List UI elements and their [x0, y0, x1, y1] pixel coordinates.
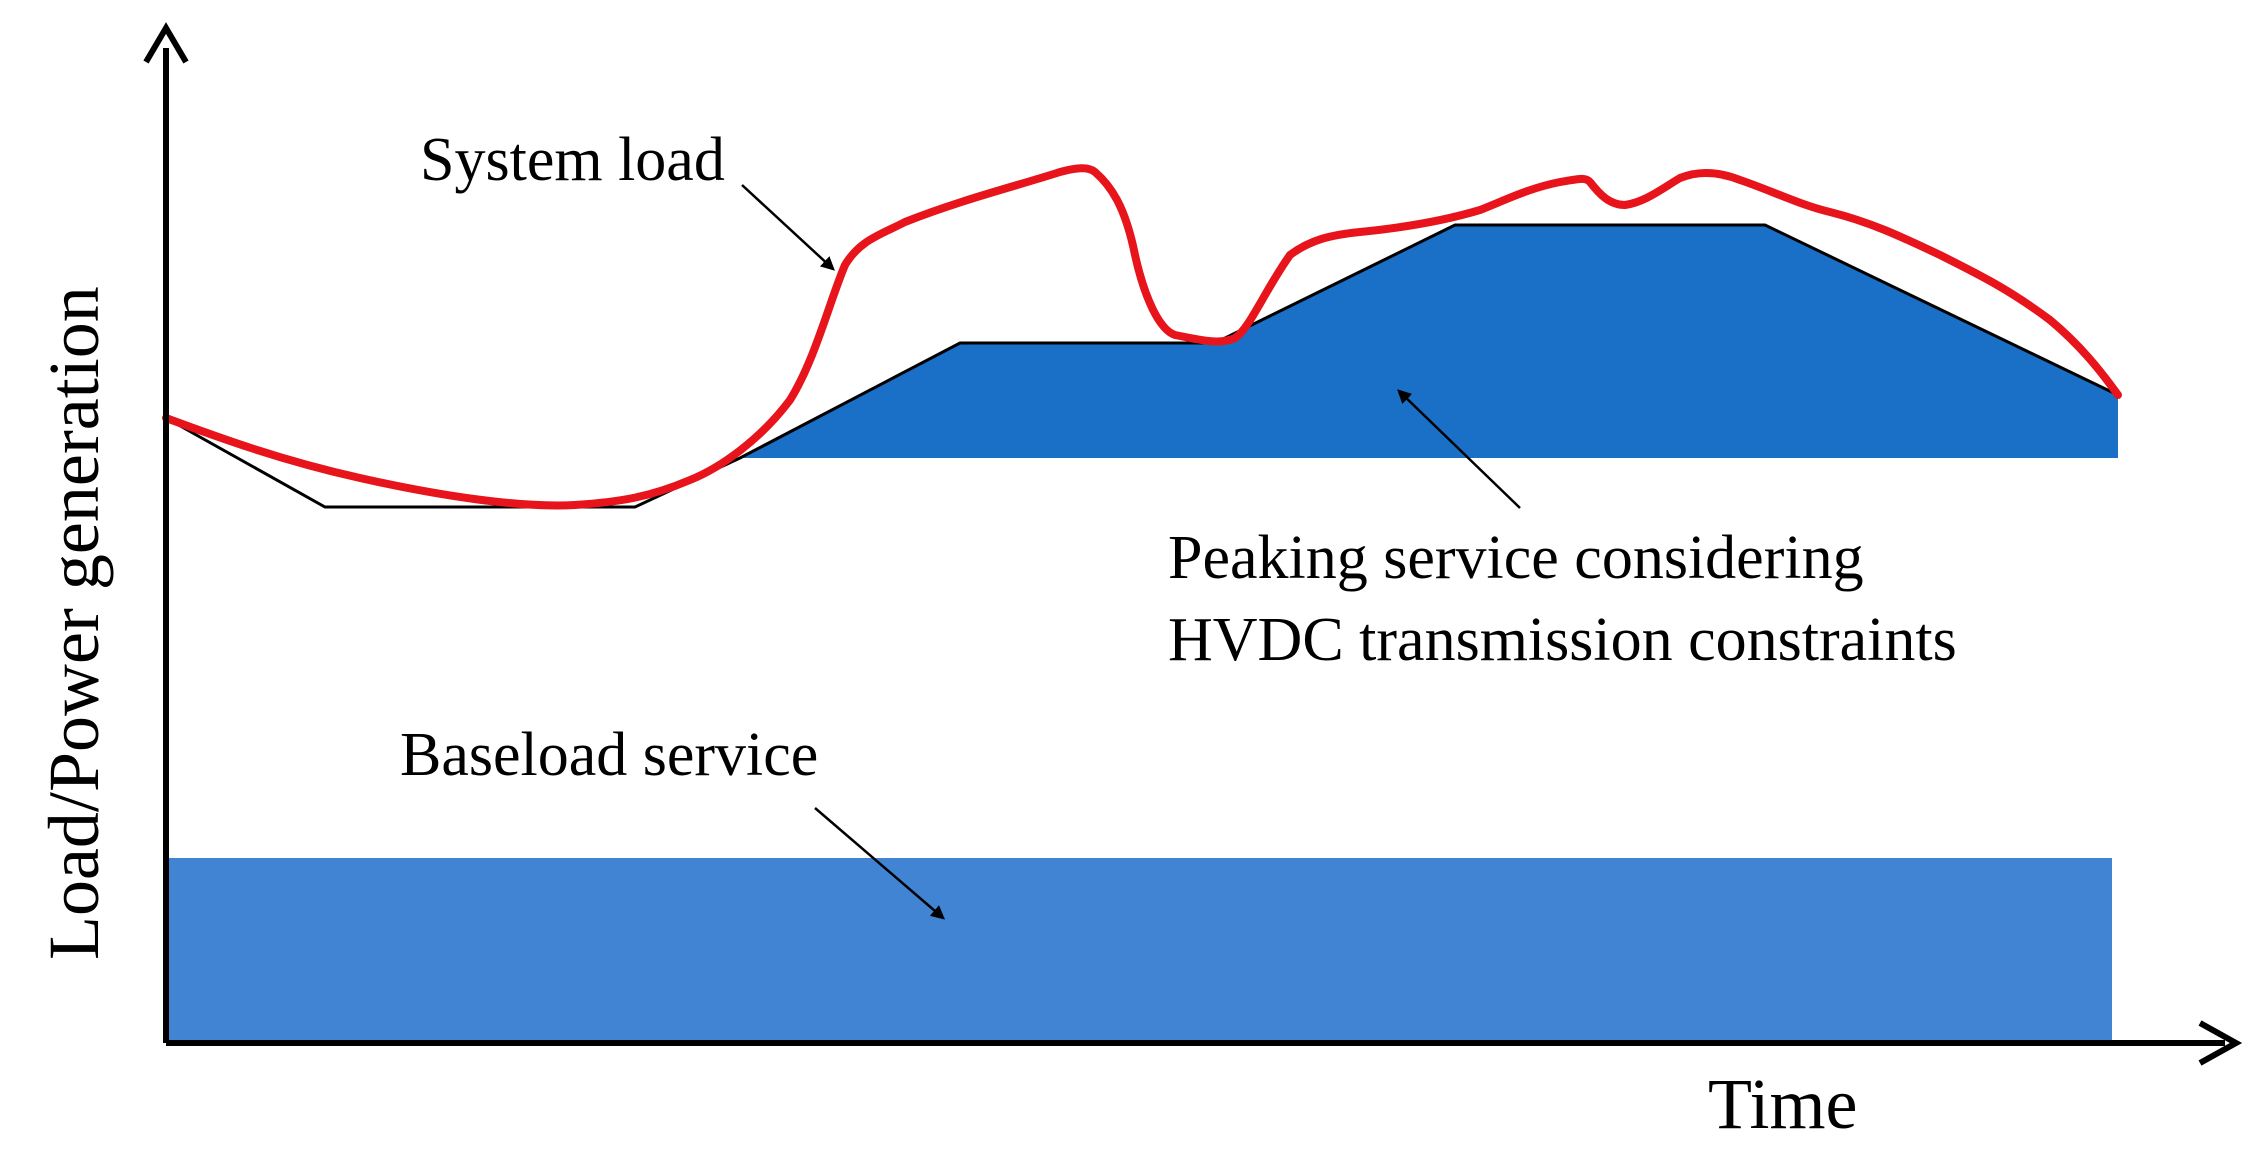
baseload-pointer-arrow — [814, 807, 946, 920]
x-axis-label: Time — [1708, 1064, 1857, 1144]
system-load-label: System load — [420, 126, 725, 194]
generation-envelope-line — [165, 223, 2119, 509]
baseload-area — [166, 858, 2112, 1043]
baseload-label: Baseload service — [400, 721, 818, 789]
y-axis-label: Load/Power generation — [34, 286, 114, 960]
system-load-pointer-arrow — [741, 184, 835, 271]
peaking-label-line2: HVDC transmission constraints — [1168, 606, 1957, 674]
x-axis-arrowhead — [2198, 1020, 2243, 1066]
y-axis-arrowhead — [143, 22, 189, 64]
peaking-area — [740, 225, 2118, 458]
peaking-label-line1: Peaking service considering — [1168, 524, 1864, 592]
system-load-curve — [162, 164, 2122, 510]
peaking-pointer-arrow — [1397, 389, 1521, 509]
